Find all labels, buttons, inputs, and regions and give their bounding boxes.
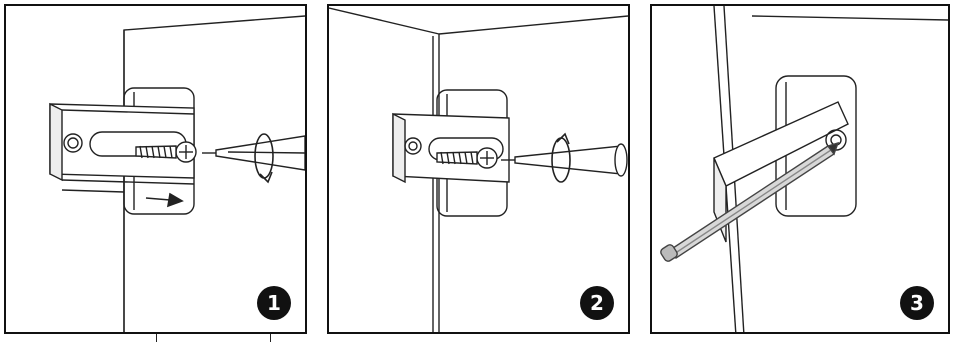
step-number-badge: 1	[257, 286, 291, 320]
screwdriver-icon	[501, 143, 628, 177]
frame-top-edge	[751, 15, 948, 21]
screwdriver-icon	[202, 135, 305, 171]
step-panel-1: 1	[4, 4, 307, 334]
slide-arrow-icon	[145, 192, 184, 208]
strap	[392, 113, 510, 183]
screw-icon	[436, 147, 498, 169]
step-panel-2: 2	[327, 4, 630, 334]
step-number-badge: 2	[580, 286, 614, 320]
crop-tick	[270, 334, 271, 342]
strap-hole	[404, 137, 422, 155]
step-number-badge: 3	[900, 286, 934, 320]
rotate-arrow-icon	[551, 132, 571, 183]
strap	[49, 103, 195, 179]
screw-icon	[135, 141, 197, 163]
pencil-icon	[660, 141, 840, 262]
step-3-illustration	[660, 6, 948, 332]
step-panel-3: 3	[650, 4, 950, 334]
rotate-arrow-icon	[254, 133, 274, 184]
strap	[713, 101, 849, 187]
strap-hole	[63, 133, 83, 153]
crop-tick	[156, 334, 157, 342]
step-1-illustration	[49, 15, 305, 332]
frame-top-edge	[329, 7, 440, 35]
step-2-illustration	[329, 7, 628, 332]
